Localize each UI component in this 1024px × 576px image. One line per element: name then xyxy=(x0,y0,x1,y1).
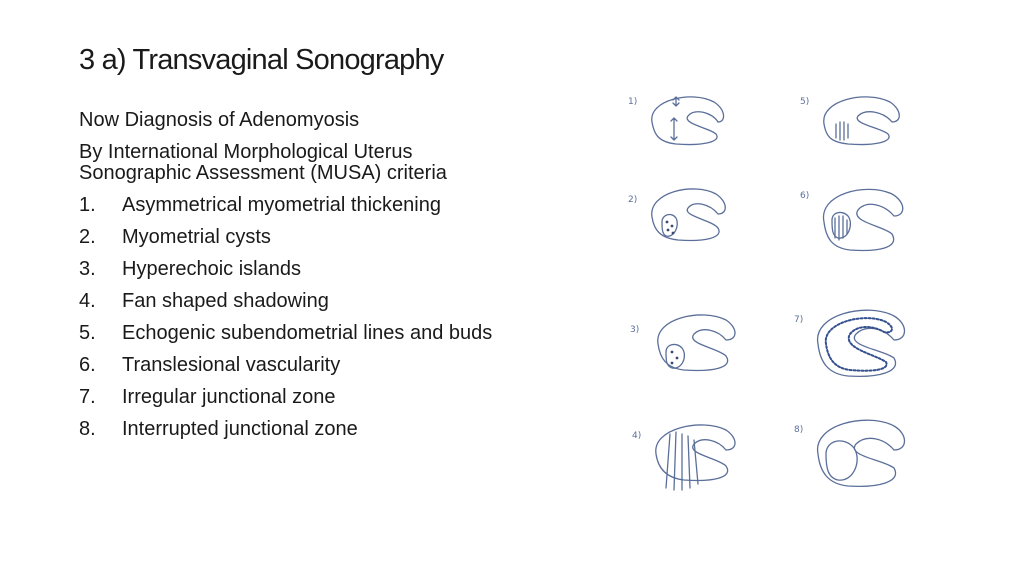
criteria-label: Irregular junctional zone xyxy=(122,386,336,408)
criteria-label: Translesional vascularity xyxy=(122,354,341,376)
uterus-sketches: 1) 5) 2) 6) 3) xyxy=(628,96,906,491)
criteria-label: Hyperechoic islands xyxy=(122,258,301,280)
panel-label-6: 6) xyxy=(800,191,809,201)
criteria-number: 6. xyxy=(79,354,96,376)
criteria-number: 3. xyxy=(79,258,96,280)
sketch-panel-1: 1) xyxy=(628,96,725,146)
criteria-label: Echogenic subendometrial lines and buds xyxy=(122,322,493,344)
panel-label-5: 5) xyxy=(800,97,809,107)
panel-label-2: 2) xyxy=(628,195,637,205)
slide-body: Now Diagnosis of Adenomyosis By Internat… xyxy=(79,110,519,451)
slide-title: 3 a) Transvaginal Sonography xyxy=(79,44,444,76)
criteria-label: Myometrial cysts xyxy=(122,226,271,248)
intro-line-2: By International Morphological Uterus So… xyxy=(79,141,447,184)
criteria-item: 4. Fan shaped shadowing xyxy=(79,291,519,312)
criteria-item: 5. Echogenic subendometrial lines and bud… xyxy=(79,323,519,344)
panel-label-8: 8) xyxy=(794,425,803,435)
criteria-item: 1. Asymmetrical myometrial thickening xyxy=(79,195,519,216)
sketch-panel-2: 2) xyxy=(628,188,726,242)
criteria-label: Fan shaped shadowing xyxy=(122,290,329,312)
sketch-panel-6: 6) xyxy=(800,188,904,252)
sketch-panel-5: 5) xyxy=(800,96,900,146)
panel-label-3: 3) xyxy=(630,325,639,335)
criteria-number: 5. xyxy=(79,322,96,344)
criteria-item: 3. Hyperechoic islands xyxy=(79,259,519,280)
criteria-number: 8. xyxy=(79,418,96,440)
criteria-list: 1. Asymmetrical myometrial thickening 2. M… xyxy=(79,195,519,440)
sketch-panel-8: 8) xyxy=(794,419,906,488)
sketch-panel-7: 7) xyxy=(794,309,906,378)
panel-label-1: 1) xyxy=(628,97,637,107)
criteria-item: 7. Irregular junctional zone xyxy=(79,387,519,408)
intro-line-1: Now Diagnosis of Adenomyosis xyxy=(79,109,360,131)
sketch-panel-4: 4) xyxy=(632,424,736,491)
criteria-label: Asymmetrical myometrial thickening xyxy=(122,194,441,216)
musa-sketch-figure: 1) 5) 2) 6) 3) xyxy=(622,82,922,502)
panel-label-4: 4) xyxy=(632,431,641,441)
criteria-item: 6. Translesional vascularity xyxy=(79,355,519,376)
criteria-number: 4. xyxy=(79,290,96,312)
criteria-label: Interrupted junctional zone xyxy=(122,418,358,440)
criteria-number: 1. xyxy=(79,194,96,216)
criteria-item: 2. Myometrial cysts xyxy=(79,227,519,248)
sketch-panel-3: 3) xyxy=(630,314,736,372)
criteria-number: 2. xyxy=(79,226,96,248)
criteria-number: 7. xyxy=(79,386,96,408)
panel-label-7: 7) xyxy=(794,315,803,325)
criteria-item: 8. Interrupted junctional zone xyxy=(79,419,519,440)
